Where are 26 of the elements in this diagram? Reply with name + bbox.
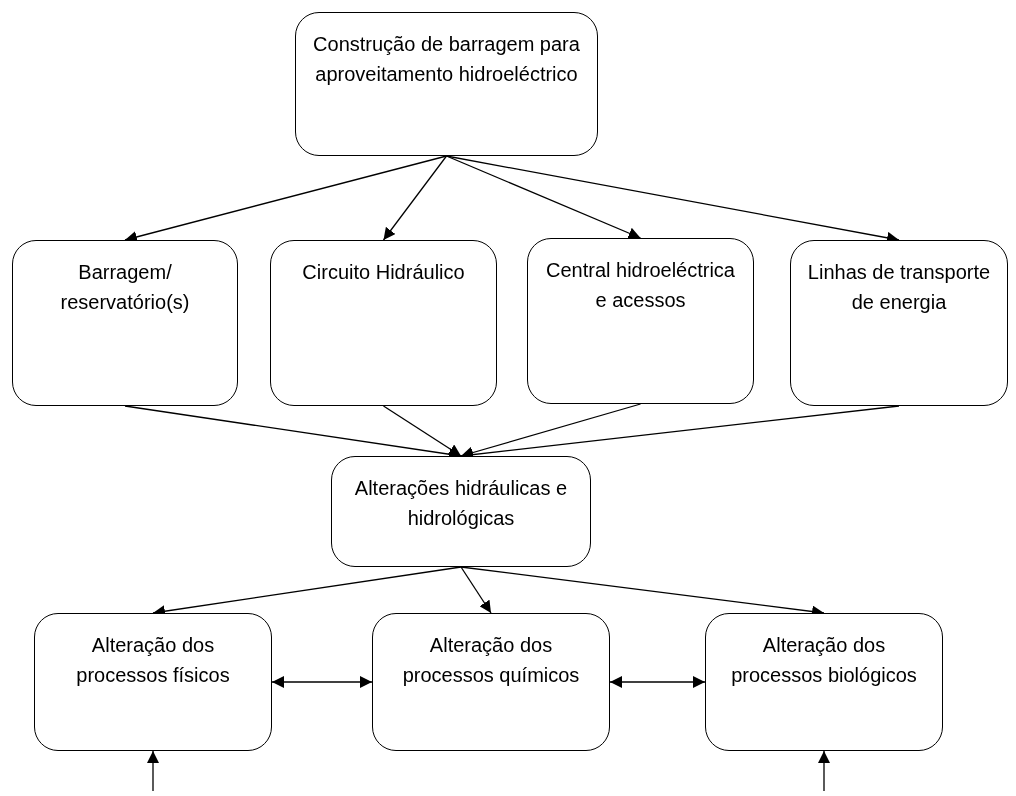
- box-text: Alteração dos processos químicos: [401, 633, 581, 688]
- box-text: Barragem/ reservatório(s): [59, 260, 191, 315]
- arrow: [147, 750, 159, 792]
- process-box: [705, 613, 943, 751]
- arrow: [818, 750, 830, 792]
- arrow: [609, 676, 706, 688]
- box-text: Circuito Hidráulico: [302, 260, 465, 285]
- process-box: [372, 613, 610, 751]
- process-box: [12, 240, 238, 406]
- arrow: [382, 155, 448, 241]
- arrow: [382, 405, 462, 457]
- box-text: Alterações hidráulicas e hidrológicas: [353, 476, 569, 531]
- process-box: [34, 613, 272, 751]
- box-text: Alteração dos processos físicos: [75, 633, 231, 688]
- process-box: [527, 238, 754, 404]
- box-text: Alteração dos processos biológicos: [730, 633, 918, 688]
- process-box: [295, 12, 598, 156]
- process-box: [270, 240, 497, 406]
- process-box: [790, 240, 1008, 406]
- arrow: [271, 676, 373, 688]
- box-text: Central hidroeléctrica e acessos: [545, 258, 736, 313]
- box-text: Linhas de transporte de energia: [806, 260, 992, 315]
- process-box: [331, 456, 591, 567]
- arrow: [460, 566, 492, 614]
- arrow: [445, 155, 642, 239]
- box-text: Construção de barragem para aproveitamento hidroeléctrico: [312, 32, 581, 87]
